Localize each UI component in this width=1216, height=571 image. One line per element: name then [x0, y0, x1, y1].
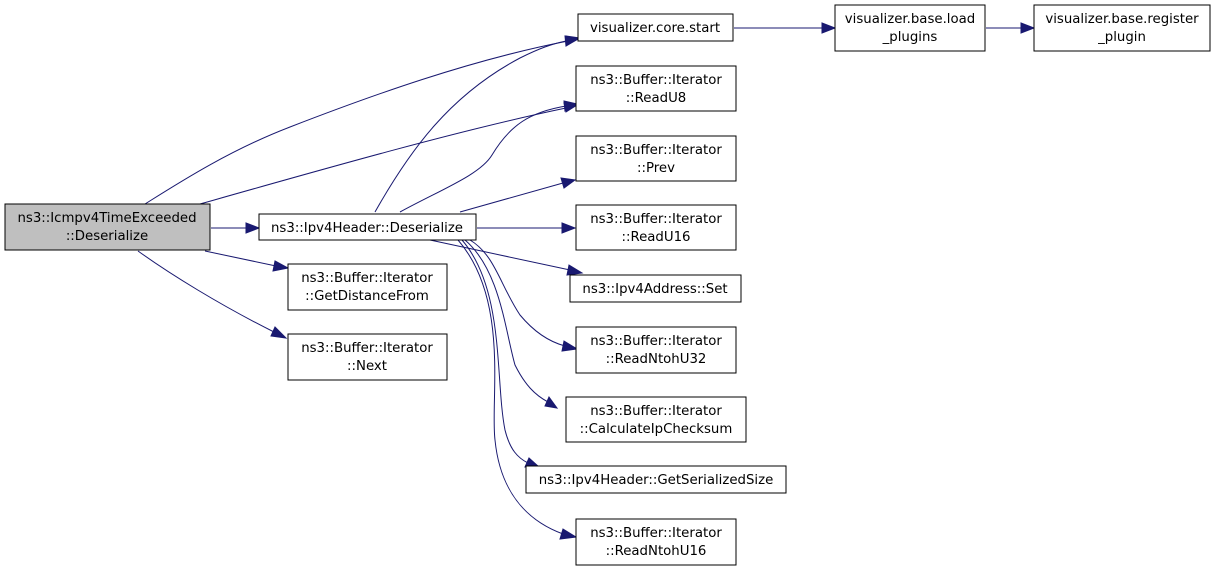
node-buffer-iterator-read-u16[interactable]: ns3::Buffer::Iterator ::ReadU16 — [575, 204, 737, 251]
edge-ipv4-deserialize-to-prev — [459, 177, 577, 213]
node-buffer-iterator-read-u8[interactable]: ns3::Buffer::Iterator ::ReadU8 — [575, 65, 737, 112]
node-label-line1: ns3::Buffer::Iterator — [590, 73, 722, 88]
node-label-line1: ns3::Icmpv4TimeExceeded — [17, 211, 196, 226]
edge-root-to-get-distance-from — [204, 250, 290, 272]
node-buffer-iterator-get-distance-from[interactable]: ns3::Buffer::Iterator ::GetDistanceFrom — [287, 263, 448, 311]
edge-ipv4-deserialize-to-visualizer-core-start — [374, 35, 580, 213]
node-visualizer-base-register-plugin[interactable]: visualizer.base.register _plugin — [1033, 4, 1211, 52]
node-label: ns3::Ipv4Header::GetSerializedSize — [539, 473, 774, 488]
node-label-line2: ::ReadU8 — [626, 91, 687, 106]
node-visualizer-core-start[interactable]: visualizer.core.start — [577, 13, 734, 42]
node-ipv4-header-get-serialized-size[interactable]: ns3::Ipv4Header::GetSerializedSize — [525, 465, 787, 494]
node-buffer-iterator-read-ntoh-u32[interactable]: ns3::Buffer::Iterator ::ReadNtohU32 — [575, 326, 737, 374]
node-label-line1: ns3::Buffer::Iterator — [590, 404, 722, 419]
node-label-line2: ::GetDistanceFrom — [305, 289, 429, 304]
node-label: ns3::Ipv4Header::Deserialize — [271, 221, 463, 236]
node-label-line2: ::Deserialize — [66, 229, 148, 244]
edge-ipv4-deserialize-to-read-ntoh-u16 — [457, 239, 578, 540]
edge-ipv4-deserialize-to-calculate-ip-checksum — [464, 239, 559, 409]
node-label-line2: _plugins — [882, 30, 938, 45]
node-buffer-iterator-calculate-ip-checksum[interactable]: ns3::Buffer::Iterator ::CalculateIpCheck… — [565, 396, 747, 443]
edge-ipv4-deserialize-to-read-u8 — [399, 100, 579, 213]
edge-root-to-ipv4-header-deserialize — [211, 222, 261, 234]
node-label-line1: ns3::Buffer::Iterator — [590, 143, 722, 158]
node-label-line2: ::ReadNtohU32 — [606, 352, 707, 367]
node-label: visualizer.core.start — [590, 21, 720, 36]
edge-ipv4-deserialize-to-read-u16 — [477, 222, 577, 234]
node-label-line2: ::Prev — [637, 161, 675, 176]
edge-visualizer-core-start-to-load-plugins — [734, 22, 837, 34]
node-visualizer-base-load-plugins[interactable]: visualizer.base.load _plugins — [834, 4, 986, 52]
node-label-line1: ns3::Buffer::Iterator — [301, 271, 433, 286]
node-buffer-iterator-read-ntoh-u16[interactable]: ns3::Buffer::Iterator ::ReadNtohU16 — [575, 518, 737, 566]
node-label-line1: visualizer.base.register — [1045, 12, 1199, 27]
node-buffer-iterator-next[interactable]: ns3::Buffer::Iterator ::Next — [287, 333, 448, 381]
node-ipv4-address-set[interactable]: ns3::Ipv4Address::Set — [569, 274, 742, 303]
node-label-line2: _plugin — [1097, 30, 1146, 45]
edge-root-to-next — [137, 250, 288, 339]
node-label-line1: ns3::Buffer::Iterator — [590, 526, 722, 541]
edge-ipv4-deserialize-to-ipv4-address-set — [429, 239, 584, 276]
edge-load-plugins-to-register-plugin — [986, 22, 1036, 34]
node-label-line2: ::CalculateIpChecksum — [580, 422, 733, 437]
node-label-line2: ::ReadU16 — [621, 230, 690, 245]
node-ipv4-header-deserialize[interactable]: ns3::Ipv4Header::Deserialize — [258, 213, 477, 241]
node-label-line1: visualizer.base.load — [845, 12, 975, 27]
node-icmpv4-time-exceeded-deserialize[interactable]: ns3::Icmpv4TimeExceeded ::Deserialize — [4, 203, 211, 251]
node-label-line1: ns3::Buffer::Iterator — [590, 212, 722, 227]
edge-ipv4-deserialize-to-get-serialized-size — [461, 239, 541, 468]
node-label-line2: ::Next — [347, 359, 387, 374]
node-label: ns3::Ipv4Address::Set — [582, 282, 727, 297]
edge-ipv4-deserialize-to-read-ntoh-u32 — [469, 239, 579, 352]
node-buffer-iterator-prev[interactable]: ns3::Buffer::Iterator ::Prev — [575, 135, 737, 182]
node-label-line1: ns3::Buffer::Iterator — [590, 334, 722, 349]
node-label-line1: ns3::Buffer::Iterator — [301, 341, 433, 356]
node-label-line2: ::ReadNtohU16 — [606, 544, 707, 559]
